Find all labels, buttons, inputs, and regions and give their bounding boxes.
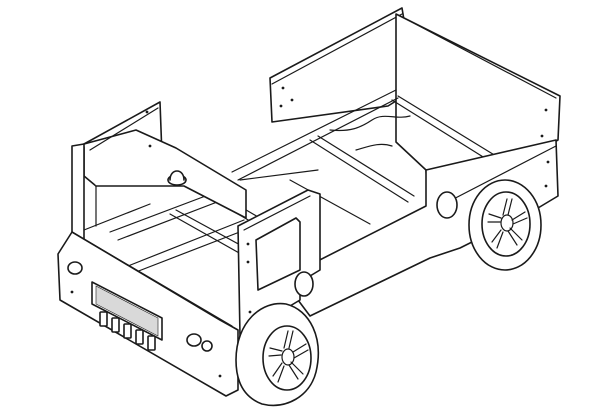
cab-side-panel [237, 189, 321, 337]
front-wheel [235, 302, 320, 407]
headlight-right-icon [186, 333, 202, 347]
cab-frame [71, 143, 151, 253]
front-face [57, 231, 239, 397]
cab-top [83, 101, 247, 219]
headlight-left-icon [67, 261, 83, 275]
rear-wheel [468, 179, 542, 271]
